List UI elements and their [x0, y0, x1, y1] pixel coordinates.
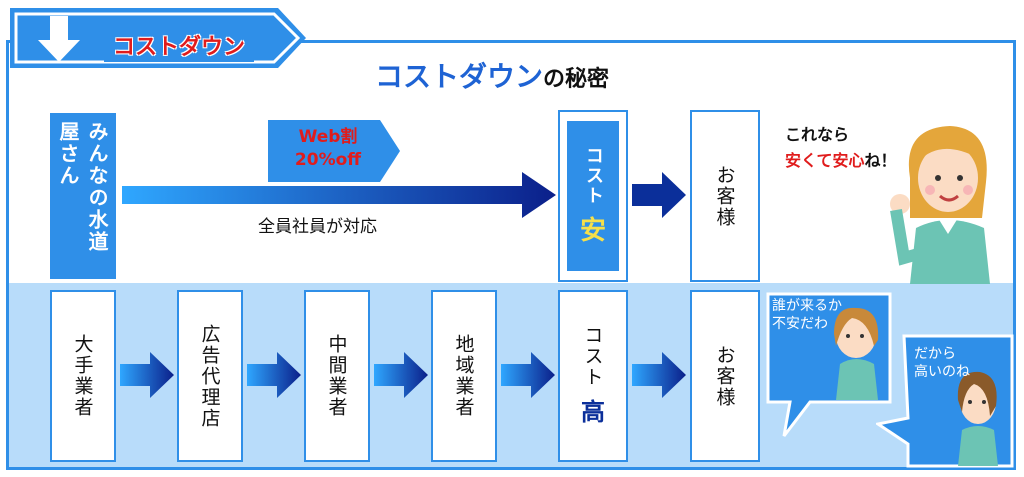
- customer-box-bottom: お客様: [690, 290, 760, 462]
- worried-line-2: 不安だわ: [772, 316, 828, 332]
- company-box: みんなの水道屋さん: [50, 113, 116, 279]
- cost-high-box: コスト 高: [558, 290, 628, 462]
- speech-text: これなら 安くて安心ね！: [785, 122, 897, 174]
- diagram-frame: [6, 40, 1016, 470]
- explain-bubble-text: だから 高いのね: [914, 345, 970, 381]
- step-arrow-2: [247, 352, 301, 398]
- step-arrow-3: [374, 352, 428, 398]
- down-arrow-icon: [38, 16, 80, 62]
- speech-line-1: これなら: [785, 125, 850, 144]
- arrow-to-customer-top: [632, 172, 686, 218]
- customer-box-top: お客様: [690, 110, 760, 282]
- woman-ok-illustration: [890, 126, 990, 284]
- header-tab-label: コストダウン: [104, 28, 254, 62]
- step-arrow-1: [120, 352, 174, 398]
- page-title: コストダウンの秘密: [375, 55, 609, 95]
- worried-line-1: 誰が来るか: [772, 298, 842, 314]
- speech-tail: ね！: [864, 151, 897, 170]
- worried-bubble-text: 誰が来るか 不安だわ: [772, 297, 842, 333]
- discount-line-1: Web割: [298, 127, 358, 147]
- page-title-main: コストダウン: [375, 60, 544, 93]
- explain-bubble: [876, 334, 1014, 468]
- customer-label-bottom: お客様: [713, 344, 736, 408]
- cost-low-suffix: 安: [579, 215, 606, 246]
- discount-banner: [268, 120, 400, 182]
- step-box-2: 広告代理店: [177, 290, 243, 462]
- explain-line-2: 高いのね: [914, 364, 970, 380]
- long-arrow: [122, 172, 556, 218]
- step-box-1: 大手業者: [50, 290, 116, 462]
- step-label-4: 地域業者: [452, 334, 475, 418]
- arrow-to-customer-bottom: [632, 352, 686, 398]
- page-title-sub: の秘密: [543, 67, 610, 92]
- staff-note: 全員社員が対応: [258, 217, 377, 237]
- customer-label-top: お客様: [713, 164, 736, 228]
- step-label-1: 大手業者: [71, 334, 94, 418]
- step-box-3: 中間業者: [304, 290, 370, 462]
- step-box-4: 地域業者: [431, 290, 497, 462]
- step-arrow-4: [501, 352, 555, 398]
- discount-line-2: 20%off: [294, 150, 362, 170]
- step-label-2: 広告代理店: [198, 323, 221, 429]
- worried-bubble: [766, 292, 892, 437]
- discount-text: Web割 20%off: [268, 126, 388, 172]
- cost-high-prefix: コスト: [581, 325, 604, 388]
- speech-strong: 安くて安心: [785, 151, 865, 170]
- company-name: みんなの水道屋さん: [56, 121, 109, 253]
- explain-line-1: だから: [914, 346, 956, 362]
- cost-low-prefix: コスト: [583, 145, 604, 206]
- cost-low-inner: コスト 安: [567, 121, 619, 271]
- step-label-3: 中間業者: [325, 334, 348, 418]
- cost-low-box: コスト 安: [558, 110, 628, 282]
- cost-high-suffix: 高: [581, 398, 605, 426]
